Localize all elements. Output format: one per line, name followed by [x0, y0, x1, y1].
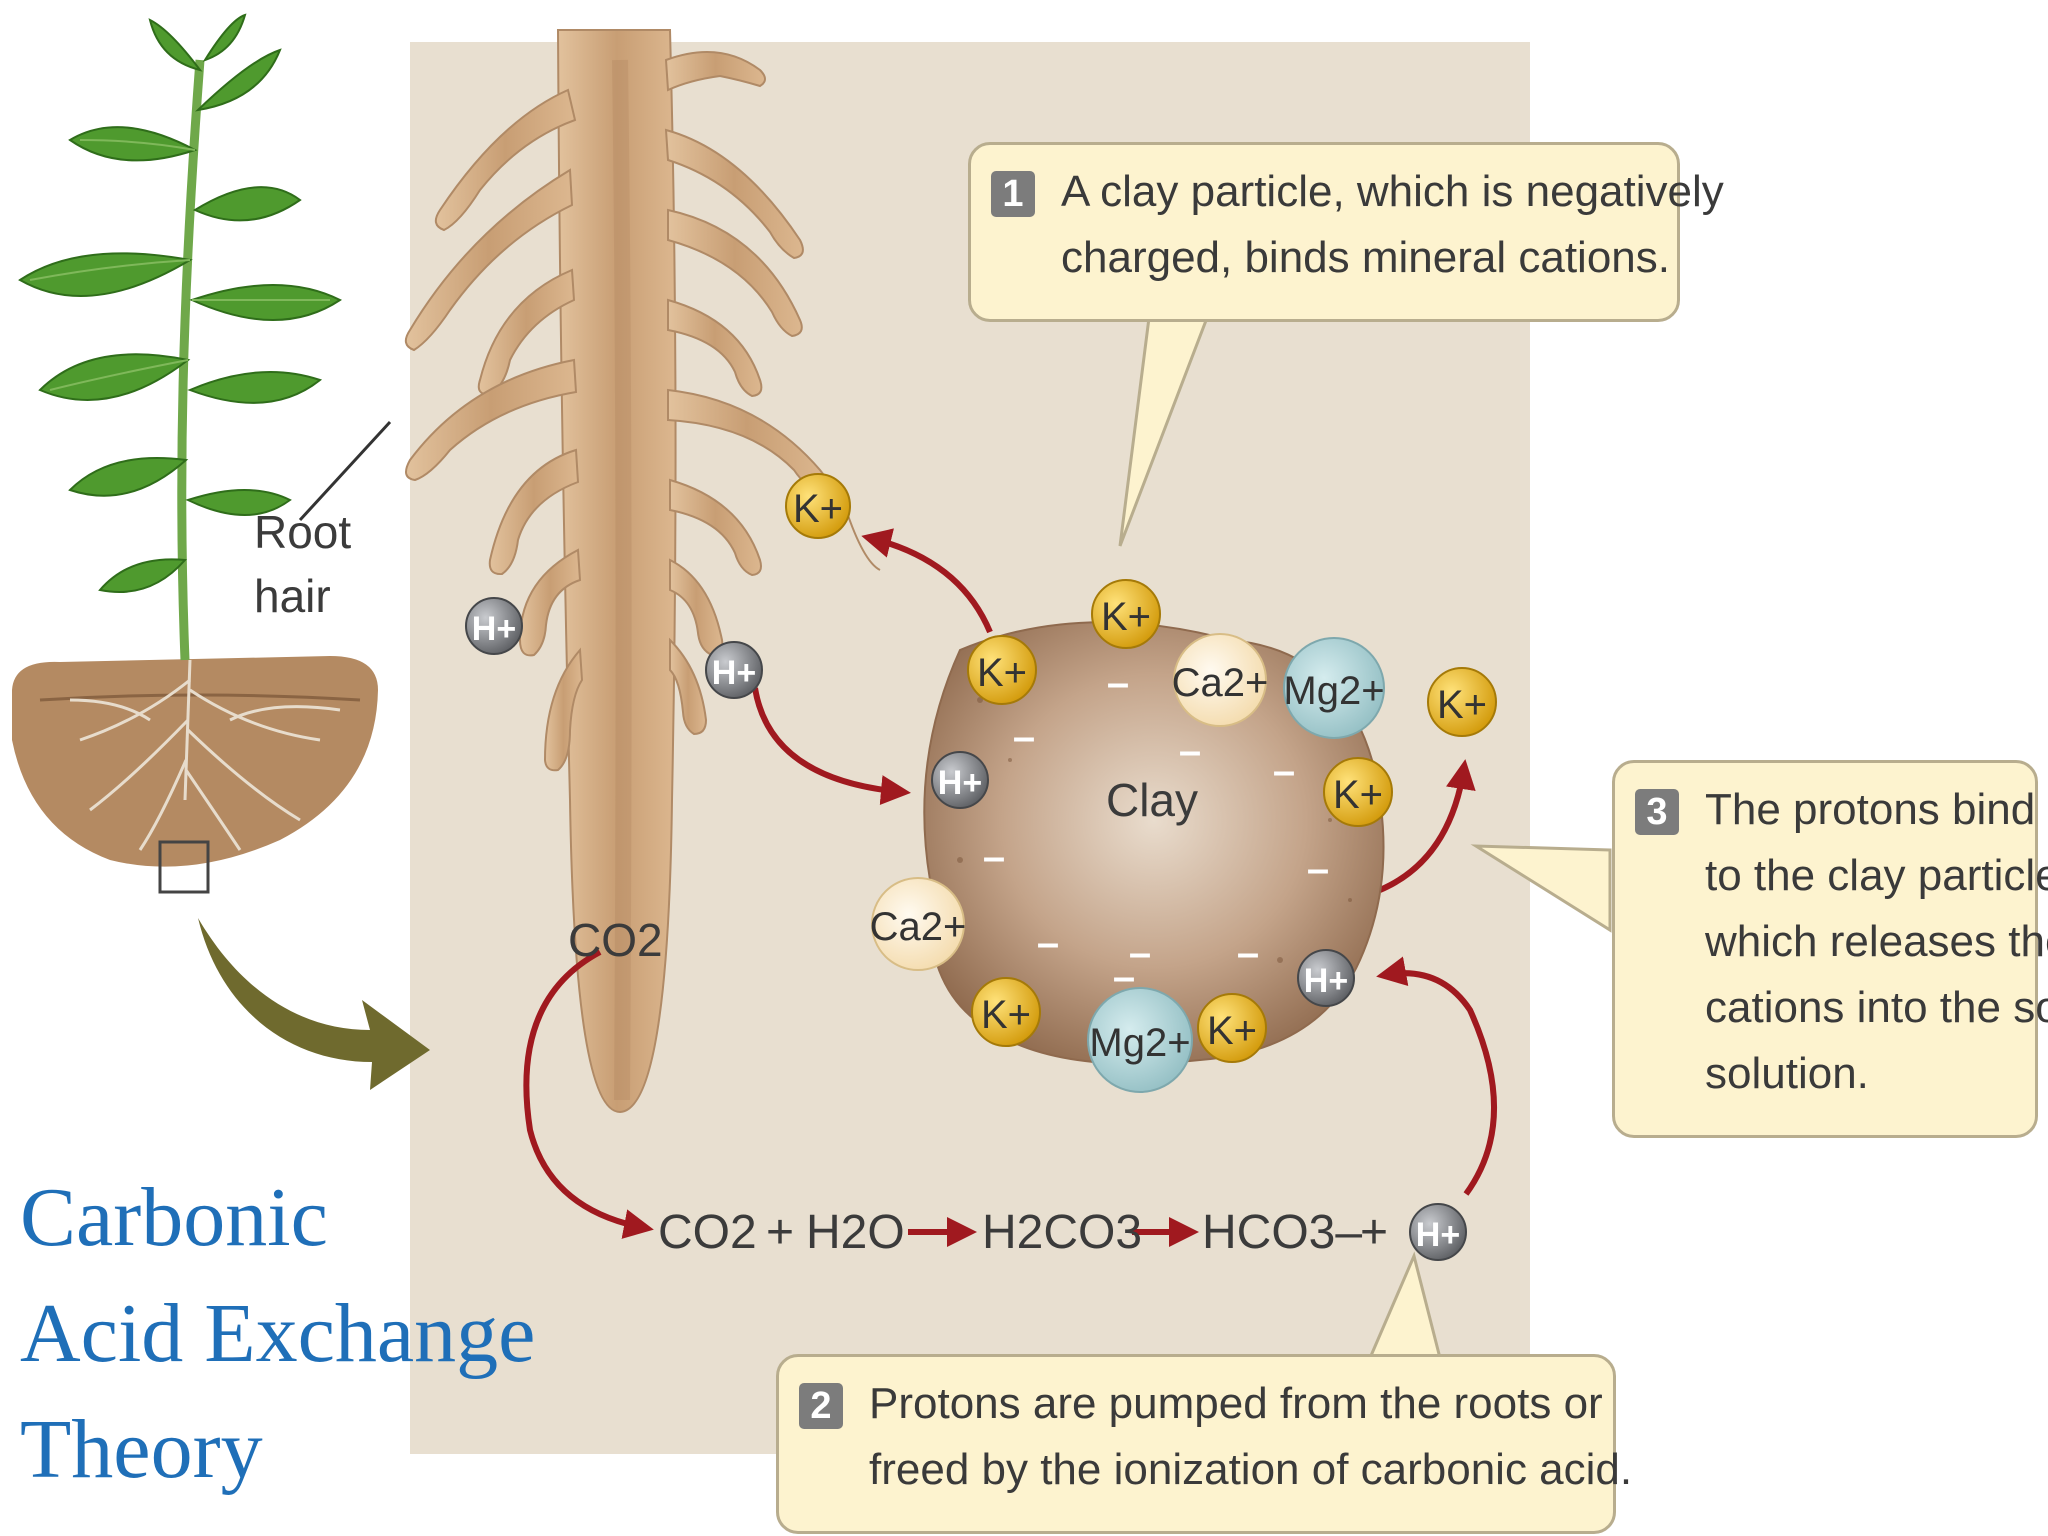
ion-h-root-right: H+: [705, 641, 763, 699]
svg-text:H+: H+: [1304, 962, 1348, 1000]
zoom-arrow: [198, 918, 430, 1090]
callout-1-number: 1: [991, 171, 1035, 217]
ion-ca-left: Ca2+: [870, 877, 967, 971]
ion-k-root: K+: [785, 473, 851, 539]
theory-title-line-3: Theory: [20, 1403, 263, 1496]
callout-pointers: [1118, 308, 1612, 1360]
clay-charges: – – – – – – – – – –: [983, 661, 1329, 999]
root-illustration: [404, 29, 881, 1114]
eq-hco3: HCO3–: [1202, 1206, 1362, 1259]
svg-text:K+: K+: [977, 651, 1027, 695]
svg-text:H+: H+: [472, 610, 516, 648]
callout-3-line-4: cations into the soil: [1705, 983, 2048, 1032]
theory-title-line-1: Carbonic: [20, 1171, 328, 1264]
svg-text:K+: K+: [793, 487, 843, 531]
magnify-box: [158, 840, 210, 894]
equation: CO2 + H2O H2CO3 HCO3– + H+: [658, 1203, 1467, 1261]
callout-1: 1 A clay particle, which is negatively c…: [968, 142, 1724, 322]
svg-text:H+: H+: [938, 764, 982, 802]
plant-leaves: [18, 13, 342, 593]
arrow-k-release: [1378, 759, 1476, 893]
ion-k-top: K+: [1091, 579, 1161, 649]
callout-2: 2 Protons are pumped from the roots or f…: [776, 1354, 1633, 1534]
clay-label: Clay: [1106, 774, 1198, 826]
svg-text:Ca2+: Ca2+: [870, 905, 967, 949]
ion-mg-bottom: Mg2+: [1087, 987, 1193, 1093]
arrow-k-to-root: [861, 528, 993, 634]
root-hair-label-line1: Root: [254, 506, 351, 558]
root-hair-label-line2: hair: [254, 570, 331, 622]
svg-text:K+: K+: [1333, 773, 1383, 817]
svg-text:Mg2+: Mg2+: [1089, 1021, 1190, 1065]
callout-1-line-2: charged, binds mineral cations.: [1061, 233, 1670, 282]
svg-text:K+: K+: [1207, 1009, 1257, 1053]
ion-k-right: K+: [1323, 757, 1393, 827]
svg-text:H+: H+: [1416, 1216, 1460, 1254]
svg-text:–: –: [1013, 715, 1035, 759]
arrow-h-to-clay: [752, 687, 911, 806]
callout-2-line-2: freed by the ionization of carbonic acid…: [869, 1445, 1633, 1494]
svg-text:–: –: [1273, 749, 1295, 793]
svg-text:–: –: [1307, 847, 1329, 891]
ion-k-free: K+: [1427, 667, 1497, 737]
ion-k-left: K+: [967, 635, 1037, 705]
eq-co2: CO2: [658, 1206, 757, 1259]
svg-text:K+: K+: [1101, 595, 1151, 639]
svg-text:K+: K+: [981, 993, 1031, 1037]
callout-3-line-5: solution.: [1705, 1049, 1869, 1098]
eq-h2co3: H2CO3: [982, 1206, 1142, 1259]
eq-plus-2: +: [1360, 1206, 1388, 1259]
callout-3-number: 3: [1635, 789, 1679, 835]
callout-1-line-1: A clay particle, which is negatively: [1061, 167, 1724, 216]
reaction-arrows: [523, 528, 1498, 1247]
eq-h-ion: [1409, 1203, 1467, 1261]
svg-text:–: –: [1179, 729, 1201, 773]
root-co2-label: CO2: [568, 914, 663, 966]
eq-plus-1: +: [766, 1206, 794, 1259]
svg-text:–: –: [1113, 955, 1135, 999]
svg-text:–: –: [1129, 931, 1151, 975]
plant-stem: [177, 59, 205, 661]
eq-h2o: H2O: [806, 1206, 905, 1259]
plant-roots: [69, 659, 341, 851]
callout-2-line-1: Protons are pumped from the roots or: [869, 1379, 1603, 1428]
svg-text:–: –: [1237, 931, 1259, 975]
ion-h-clay-left: H+: [931, 751, 989, 809]
svg-text:K+: K+: [1437, 683, 1487, 727]
callout-3-line-1: The protons bind: [1705, 785, 2036, 834]
ion-mg-top: Mg2+: [1283, 637, 1385, 739]
svg-text:–: –: [1037, 921, 1059, 965]
ion-h-root-left: H+: [465, 597, 523, 655]
svg-text:H+: H+: [712, 654, 756, 692]
ion-ca-top: Ca2+: [1172, 633, 1269, 727]
arrow-co2: [523, 949, 654, 1239]
arrow-h-to-clay-2: [1376, 956, 1498, 1196]
svg-text:–: –: [983, 835, 1005, 879]
theory-title-line-2: Acid Exchange: [20, 1287, 536, 1380]
callout-3-line-2: to the clay particle,: [1705, 851, 2048, 900]
callout-2-number: 2: [799, 1383, 843, 1429]
ion-k-bottom-left: K+: [971, 977, 1041, 1047]
svg-text:Mg2+: Mg2+: [1283, 669, 1384, 713]
soil-mound: [12, 656, 378, 867]
svg-text:–: –: [1107, 661, 1129, 705]
ion-h-clay-right: H+: [1297, 949, 1355, 1007]
theory-title: Carbonic Acid Exchange Theory: [20, 1160, 535, 1508]
callout-3: 3 The protons bind to the clay particle,…: [1612, 760, 2048, 1138]
svg-text:Ca2+: Ca2+: [1172, 661, 1269, 705]
ion-k-bottom: K+: [1197, 993, 1267, 1063]
callout-3-line-3: which releases the: [1705, 917, 2048, 966]
plant-illustration: [12, 13, 430, 1090]
